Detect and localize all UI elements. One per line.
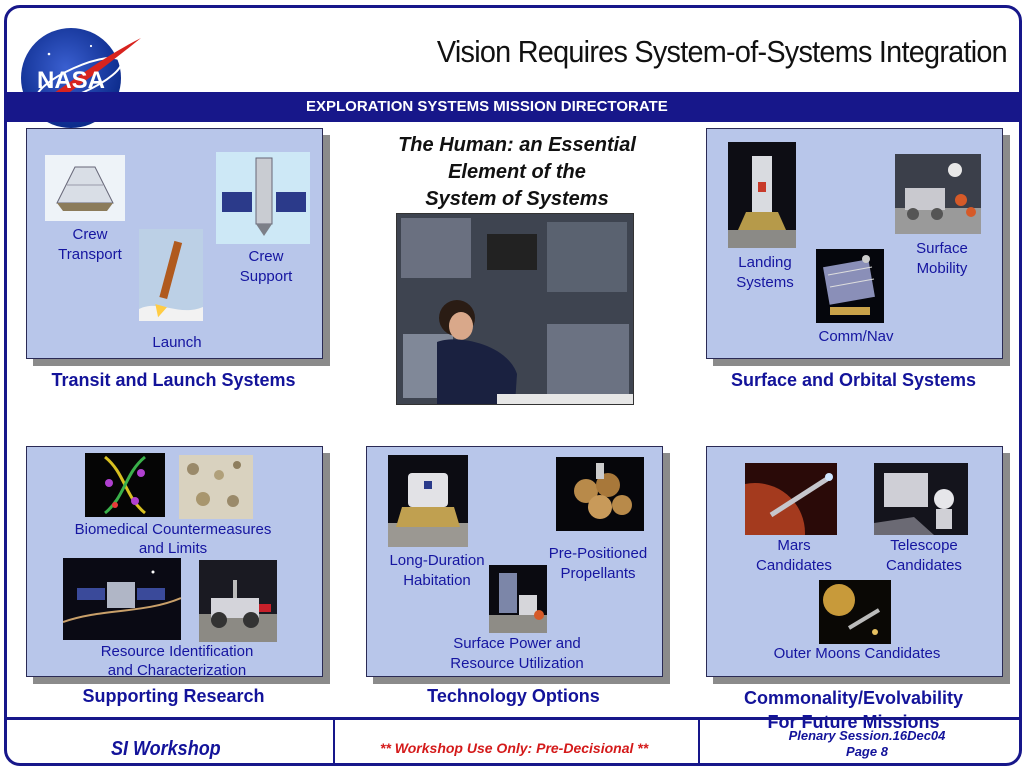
crew-transport-line2: Transport bbox=[58, 246, 122, 263]
comm-nav-label: Comm/Nav bbox=[818, 328, 894, 345]
habitation-image bbox=[388, 455, 468, 547]
svg-text:NASA: NASA bbox=[37, 67, 105, 94]
footer-divider-left bbox=[333, 720, 335, 763]
propellants-image bbox=[556, 457, 644, 531]
crew-transport-label: Crew Transport bbox=[47, 225, 133, 265]
resource-id-line1: Resource Identification bbox=[100, 643, 254, 660]
propellants-line2: Propellants bbox=[560, 565, 636, 582]
surface-orbital-panel: Landing Systems Surface Mobility Comm/Na… bbox=[706, 128, 1003, 359]
surface-power-label: Surface Power and Resource Utilization bbox=[427, 634, 607, 674]
mobility-line1: Surface bbox=[916, 240, 968, 257]
supporting-research-caption: Supporting Research bbox=[82, 686, 265, 706]
footer-predecisional: ** Workshop Use Only: Pre-Decisional ** bbox=[380, 740, 649, 756]
commonality-panel: Mars Candidates Telescope Candidates Out… bbox=[706, 446, 1003, 677]
technology-options-panel: Long-Duration Habitation Pre-Positioned … bbox=[366, 446, 663, 677]
footer-session: Plenary Session.16Dec04 Page 8 bbox=[767, 728, 967, 760]
resource-id-line2: and Characterization bbox=[107, 662, 247, 679]
biomedical-line1: Biomedical Countermeasures bbox=[74, 521, 272, 538]
slide-title: Vision Requires System-of-Systems Integr… bbox=[436, 34, 1008, 69]
propellants-line1: Pre-Positioned bbox=[548, 545, 648, 562]
cells-image bbox=[179, 455, 253, 519]
resource-id-label: Resource Identification and Characteriza… bbox=[37, 642, 317, 680]
telescope-line1: Telescope bbox=[890, 537, 958, 554]
crew-transport-image bbox=[45, 155, 125, 221]
slide-frame: NASA Vision Requires System-of-Systems I… bbox=[4, 5, 1022, 766]
footer-workshop: SI Workshop bbox=[111, 738, 221, 760]
directorate-banner: EXPLORATION SYSTEMS MISSION DIRECTORATE bbox=[7, 92, 1019, 122]
mars-candidates-label: Mars Candidates bbox=[745, 536, 843, 576]
crew-support-image bbox=[216, 152, 310, 244]
astronaut-photo bbox=[396, 213, 634, 405]
human-element-title: The Human: an Essential Element of the S… bbox=[371, 132, 663, 213]
habitation-line1: Long-Duration bbox=[389, 552, 485, 569]
landing-line1: Landing bbox=[738, 254, 792, 271]
launch-label: Launch bbox=[152, 334, 202, 351]
resource-satellite-image bbox=[63, 558, 181, 640]
landing-systems-label: Landing Systems bbox=[725, 253, 805, 293]
biomedical-label: Biomedical Countermeasures and Limits bbox=[37, 520, 309, 558]
commonality-line1: Commonality/Evolvability bbox=[743, 688, 964, 708]
landing-line2: Systems bbox=[736, 274, 794, 291]
footer-divider-right bbox=[698, 720, 700, 763]
rover-image bbox=[199, 560, 277, 642]
biomedical-dna-image bbox=[85, 453, 165, 517]
outer-moons-label: Outer Moons Candidates bbox=[773, 645, 941, 662]
footer: SI Workshop ** Workshop Use Only: Pre-De… bbox=[7, 717, 1019, 763]
comm-nav-image bbox=[816, 249, 884, 323]
telescope-candidates-image bbox=[874, 463, 968, 535]
surface-power-line2: Resource Utilization bbox=[450, 655, 584, 672]
habitation-label: Long-Duration Habitation bbox=[379, 551, 495, 591]
crew-transport-line1: Crew bbox=[72, 226, 108, 243]
transit-launch-panel: Crew Transport Crew Support Launch bbox=[26, 128, 323, 359]
mars-line2: Candidates bbox=[756, 557, 832, 574]
surface-orbital-caption: Surface and Orbital Systems bbox=[730, 370, 977, 390]
propellants-label: Pre-Positioned Propellants bbox=[537, 544, 659, 584]
human-title-line3: System of Systems bbox=[425, 188, 609, 210]
footer-page-number: Page 8 bbox=[846, 744, 888, 759]
launch-image bbox=[139, 229, 203, 321]
habitation-line2: Habitation bbox=[403, 572, 471, 589]
surface-power-line1: Surface Power and bbox=[453, 635, 581, 652]
technology-options-caption: Technology Options bbox=[427, 686, 600, 706]
surface-mobility-image bbox=[895, 154, 981, 234]
mobility-line2: Mobility bbox=[916, 260, 968, 277]
mars-line1: Mars bbox=[777, 537, 811, 554]
biomedical-line2: and Limits bbox=[138, 540, 208, 557]
footer-session-line: Plenary Session.16Dec04 bbox=[788, 728, 946, 743]
landing-systems-image bbox=[728, 142, 796, 248]
crew-support-line1: Crew bbox=[248, 248, 284, 265]
human-title-line1: The Human: an Essential bbox=[398, 134, 636, 156]
surface-mobility-label: Surface Mobility bbox=[899, 239, 985, 279]
telescope-line2: Candidates bbox=[886, 557, 962, 574]
human-title-line2: Element of the bbox=[448, 161, 586, 183]
mars-candidates-image bbox=[745, 463, 837, 535]
telescope-candidates-label: Telescope Candidates bbox=[873, 536, 975, 576]
crew-support-line2: Support bbox=[239, 268, 293, 285]
crew-support-label: Crew Support bbox=[223, 247, 309, 287]
supporting-research-panel: Biomedical Countermeasures and Limits Re… bbox=[26, 446, 323, 680]
surface-power-image bbox=[489, 565, 547, 633]
outer-moons-image bbox=[819, 580, 891, 644]
banner-text: EXPLORATION SYSTEMS MISSION DIRECTORATE bbox=[306, 98, 668, 115]
transit-launch-caption: Transit and Launch Systems bbox=[51, 370, 296, 390]
